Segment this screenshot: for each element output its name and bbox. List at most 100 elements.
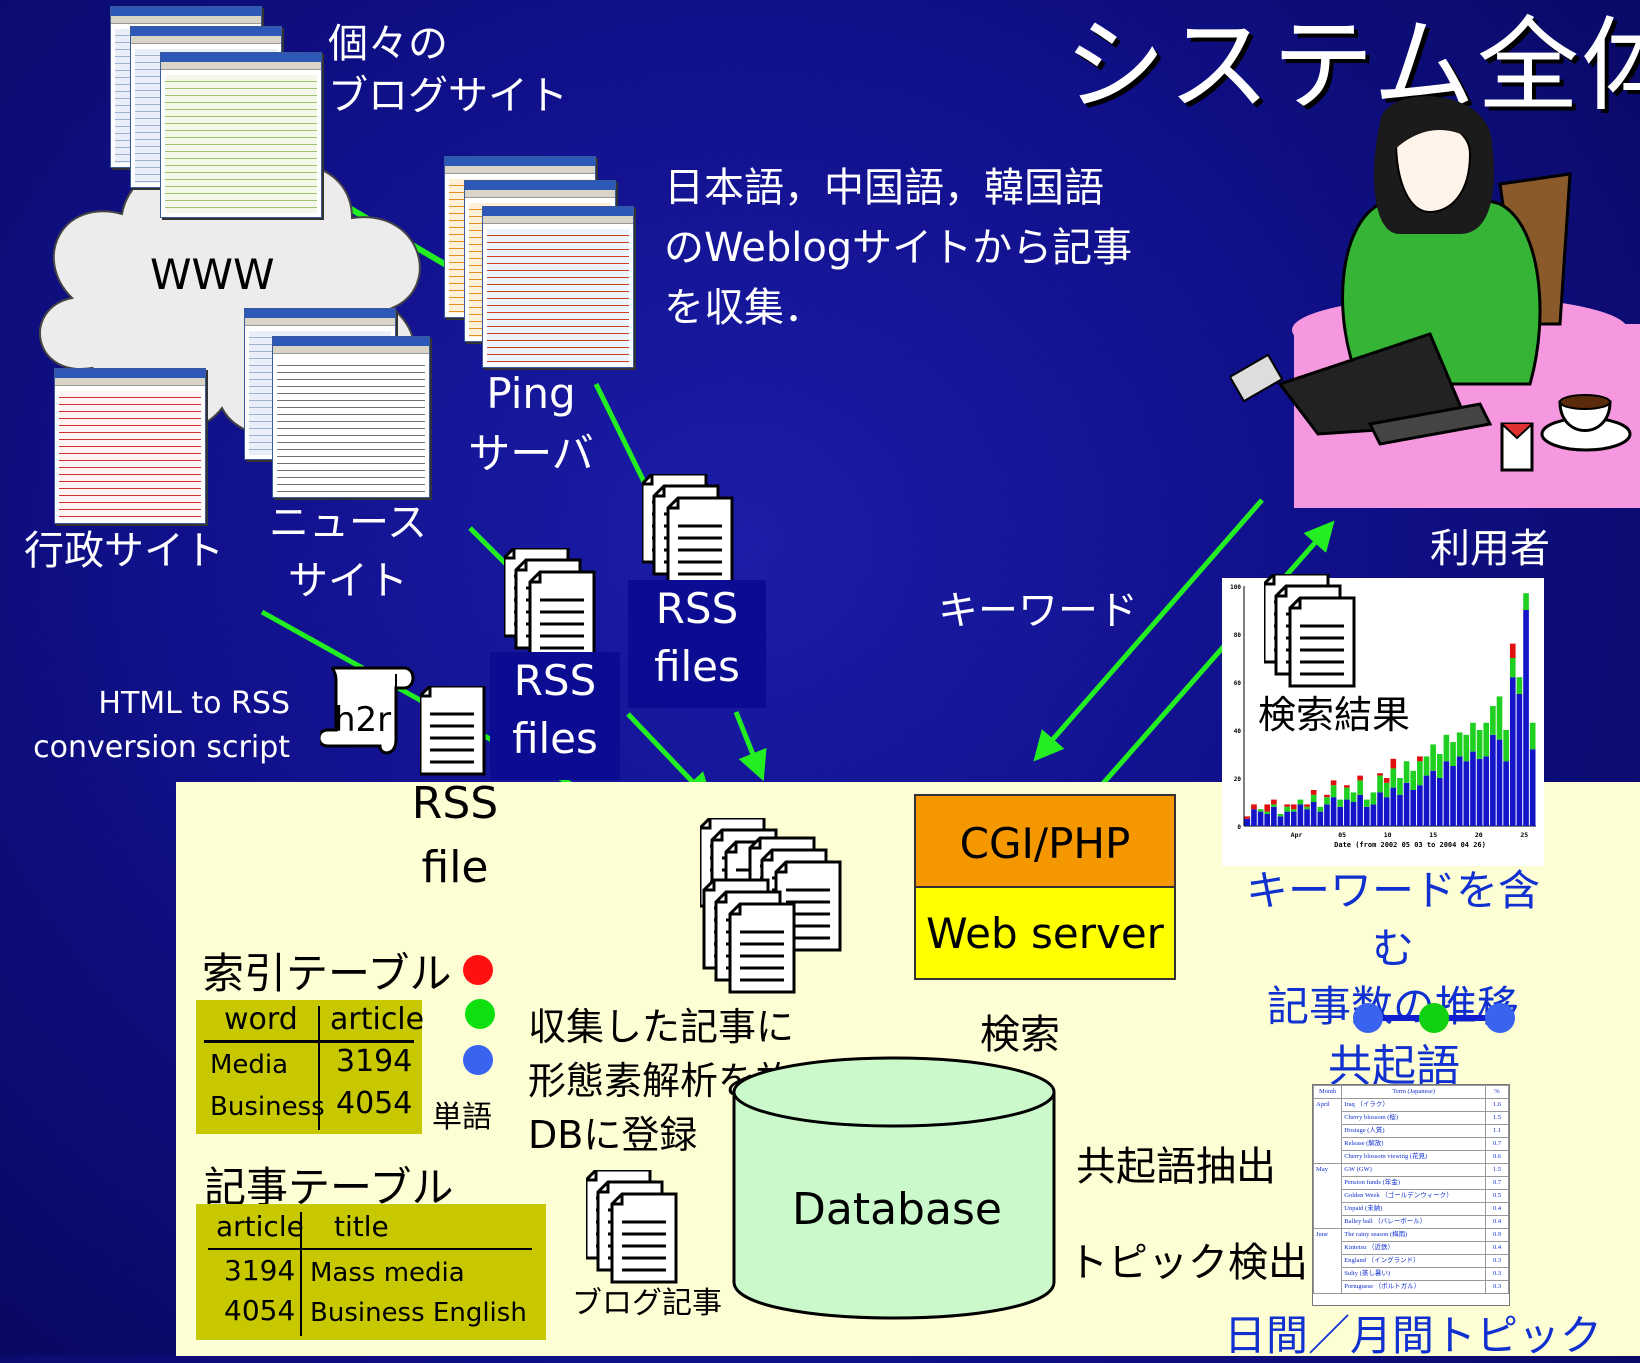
topic-percent-cell: 0.4: [1485, 1241, 1509, 1255]
search-result-docs-icon: [1264, 574, 1364, 694]
rss-file-icon: [420, 686, 486, 776]
chart-bar-segment: [1344, 785, 1350, 788]
chart-bar-segment: [1317, 811, 1324, 826]
topic-term-cell: GW (GW): [1341, 1163, 1486, 1177]
cgi-php-box: CGI/PHP: [914, 794, 1176, 892]
gov-site-label: 行政サイト: [24, 528, 224, 574]
chart-bar-segment: [1397, 794, 1403, 826]
index-table: word article Media 3194 Business 4054: [196, 1000, 424, 1134]
chart-bar-segment: [1470, 751, 1476, 826]
topic-term-cell: Hostage (人質): [1341, 1124, 1486, 1138]
chart-bar-segment: [1443, 734, 1450, 762]
chart-bar-segment: [1503, 761, 1509, 826]
chart-y-tick-label: 20: [1234, 776, 1242, 783]
index-row-article: 4054: [336, 1086, 413, 1121]
chart-bar-segment: [1330, 780, 1337, 786]
chart-bar-segment: [1390, 768, 1397, 788]
topic-table-row: Cherry blossom viewing (花見)0.6: [1314, 1150, 1509, 1164]
chart-x-axis-label: Date (from 2002 05 03 to 2004 04 26): [1334, 841, 1486, 849]
topic-term-cell: Portuguese （ポルトガル）: [1341, 1280, 1486, 1294]
chart-bar-segment: [1417, 785, 1423, 826]
chart-bar-segment: [1357, 775, 1363, 781]
chart-bar-segment: [1304, 809, 1310, 826]
chart-bar-segment: [1377, 775, 1383, 793]
topic-percent-cell: 0.3: [1485, 1267, 1509, 1281]
index-row-word: Media: [210, 1050, 289, 1080]
chart-bar-segment: [1430, 770, 1436, 826]
topic-percent-cell: 0.4: [1485, 1202, 1509, 1216]
chart-bar-segment: [1383, 778, 1390, 783]
chart-bar-segment: [1509, 677, 1516, 826]
rss-files-a-icon: [504, 548, 604, 668]
topic-table-row: Kintetsu （近鉄）0.4: [1314, 1241, 1509, 1255]
chart-y-tick-label: 60: [1234, 680, 1242, 687]
chart-bar-segment: [1490, 734, 1496, 826]
slide-title: システム全体: [1064, 7, 1640, 126]
chart-bar-segment: [1443, 761, 1450, 826]
topic-detection-label: トピック検出: [1068, 1240, 1308, 1286]
chart-bar-segment: [1370, 804, 1377, 826]
chart-bar-segment: [1324, 794, 1330, 798]
topic-table-header: Term (Japanese): [1341, 1085, 1486, 1099]
topic-table-row: Pension funds (年金)0.7: [1314, 1176, 1509, 1190]
chart-bar-segment: [1284, 811, 1290, 826]
chart-bar-segment: [1529, 722, 1536, 750]
article-table: article title 3194 Mass media 4054 Busin…: [196, 1204, 546, 1340]
news-site-label: ニュースサイト: [269, 500, 427, 604]
word-dots-icon: [463, 955, 495, 1075]
topic-term-cell: Pension funds (年金): [1341, 1176, 1486, 1190]
chart-x-tick-label: 15: [1429, 831, 1437, 839]
topic-percent-cell: 1.6: [1485, 1098, 1509, 1112]
topic-table-row: Sulty (蒸し暑い)0.3: [1314, 1267, 1509, 1281]
topic-month-cell: April: [1312, 1098, 1343, 1164]
chart-bar-segment: [1516, 694, 1523, 826]
topic-table-row: Release (解放)0.7: [1314, 1137, 1509, 1151]
topic-table-row: Balley ball （バレーボール）0.4: [1314, 1215, 1509, 1229]
chart-bar-segment: [1257, 811, 1264, 826]
chart-bar-segment: [1390, 787, 1397, 826]
h2r-label: h2r: [334, 700, 392, 740]
trend-caption: キーワードを含む記事数の推移: [1245, 866, 1540, 1031]
chart-bar-segment: [1397, 778, 1403, 795]
topic-term-cell: Cherry blossom viewing (花見): [1341, 1150, 1486, 1164]
blog-article-label: ブログ記事: [572, 1286, 722, 1321]
chart-bar-segment: [1330, 785, 1337, 798]
chart-bar-segment: [1417, 761, 1423, 786]
chart-bar-segment: [1277, 814, 1284, 817]
gov-site-screenshot: [54, 368, 206, 524]
chart-bar-segment: [1496, 739, 1503, 826]
collect-description: 日本語，中国語，韓国語のWeblogサイトから記事を収集．: [664, 165, 1133, 331]
chart-bar-segment: [1264, 804, 1271, 812]
chart-bar-segment: [1310, 802, 1317, 826]
topic-month-cell: June: [1312, 1228, 1343, 1294]
topic-table-row: Hostage (人質)1.1: [1314, 1124, 1509, 1138]
chart-x-tick-label: Apr: [1291, 831, 1303, 839]
chart-bar-segment: [1310, 794, 1317, 802]
topic-term-cell: Balley ball （バレーボール）: [1341, 1215, 1486, 1229]
news-site-screenshots: [244, 308, 430, 498]
chart-bar-segment: [1383, 782, 1390, 798]
blog-article-docs-icon: [586, 1170, 686, 1290]
topic-month-cell: May: [1312, 1163, 1343, 1229]
chart-bar-segment: [1436, 754, 1443, 778]
chart-y-tick-label: 100: [1230, 584, 1241, 591]
chart-bar-segment: [1344, 799, 1350, 826]
user-label: 利用者: [1430, 526, 1550, 572]
topic-percent-cell: 0.3: [1485, 1280, 1509, 1294]
chart-bar-segment: [1516, 677, 1523, 694]
chart-bar-segment: [1463, 734, 1470, 762]
article-table-title: 記事テーブル: [204, 1163, 454, 1212]
article-row-id: 4054: [224, 1294, 296, 1327]
chart-bar-segment: [1251, 804, 1257, 810]
article-row-id: 3194: [224, 1254, 296, 1287]
index-table-header-word: word: [224, 1002, 298, 1037]
topic-table-header: %: [1485, 1085, 1509, 1099]
chart-bar-segment: [1363, 806, 1370, 826]
chart-bar-segment: [1324, 797, 1330, 805]
topic-table-row: Portuguese （ポルトガル）0.3: [1314, 1280, 1509, 1294]
